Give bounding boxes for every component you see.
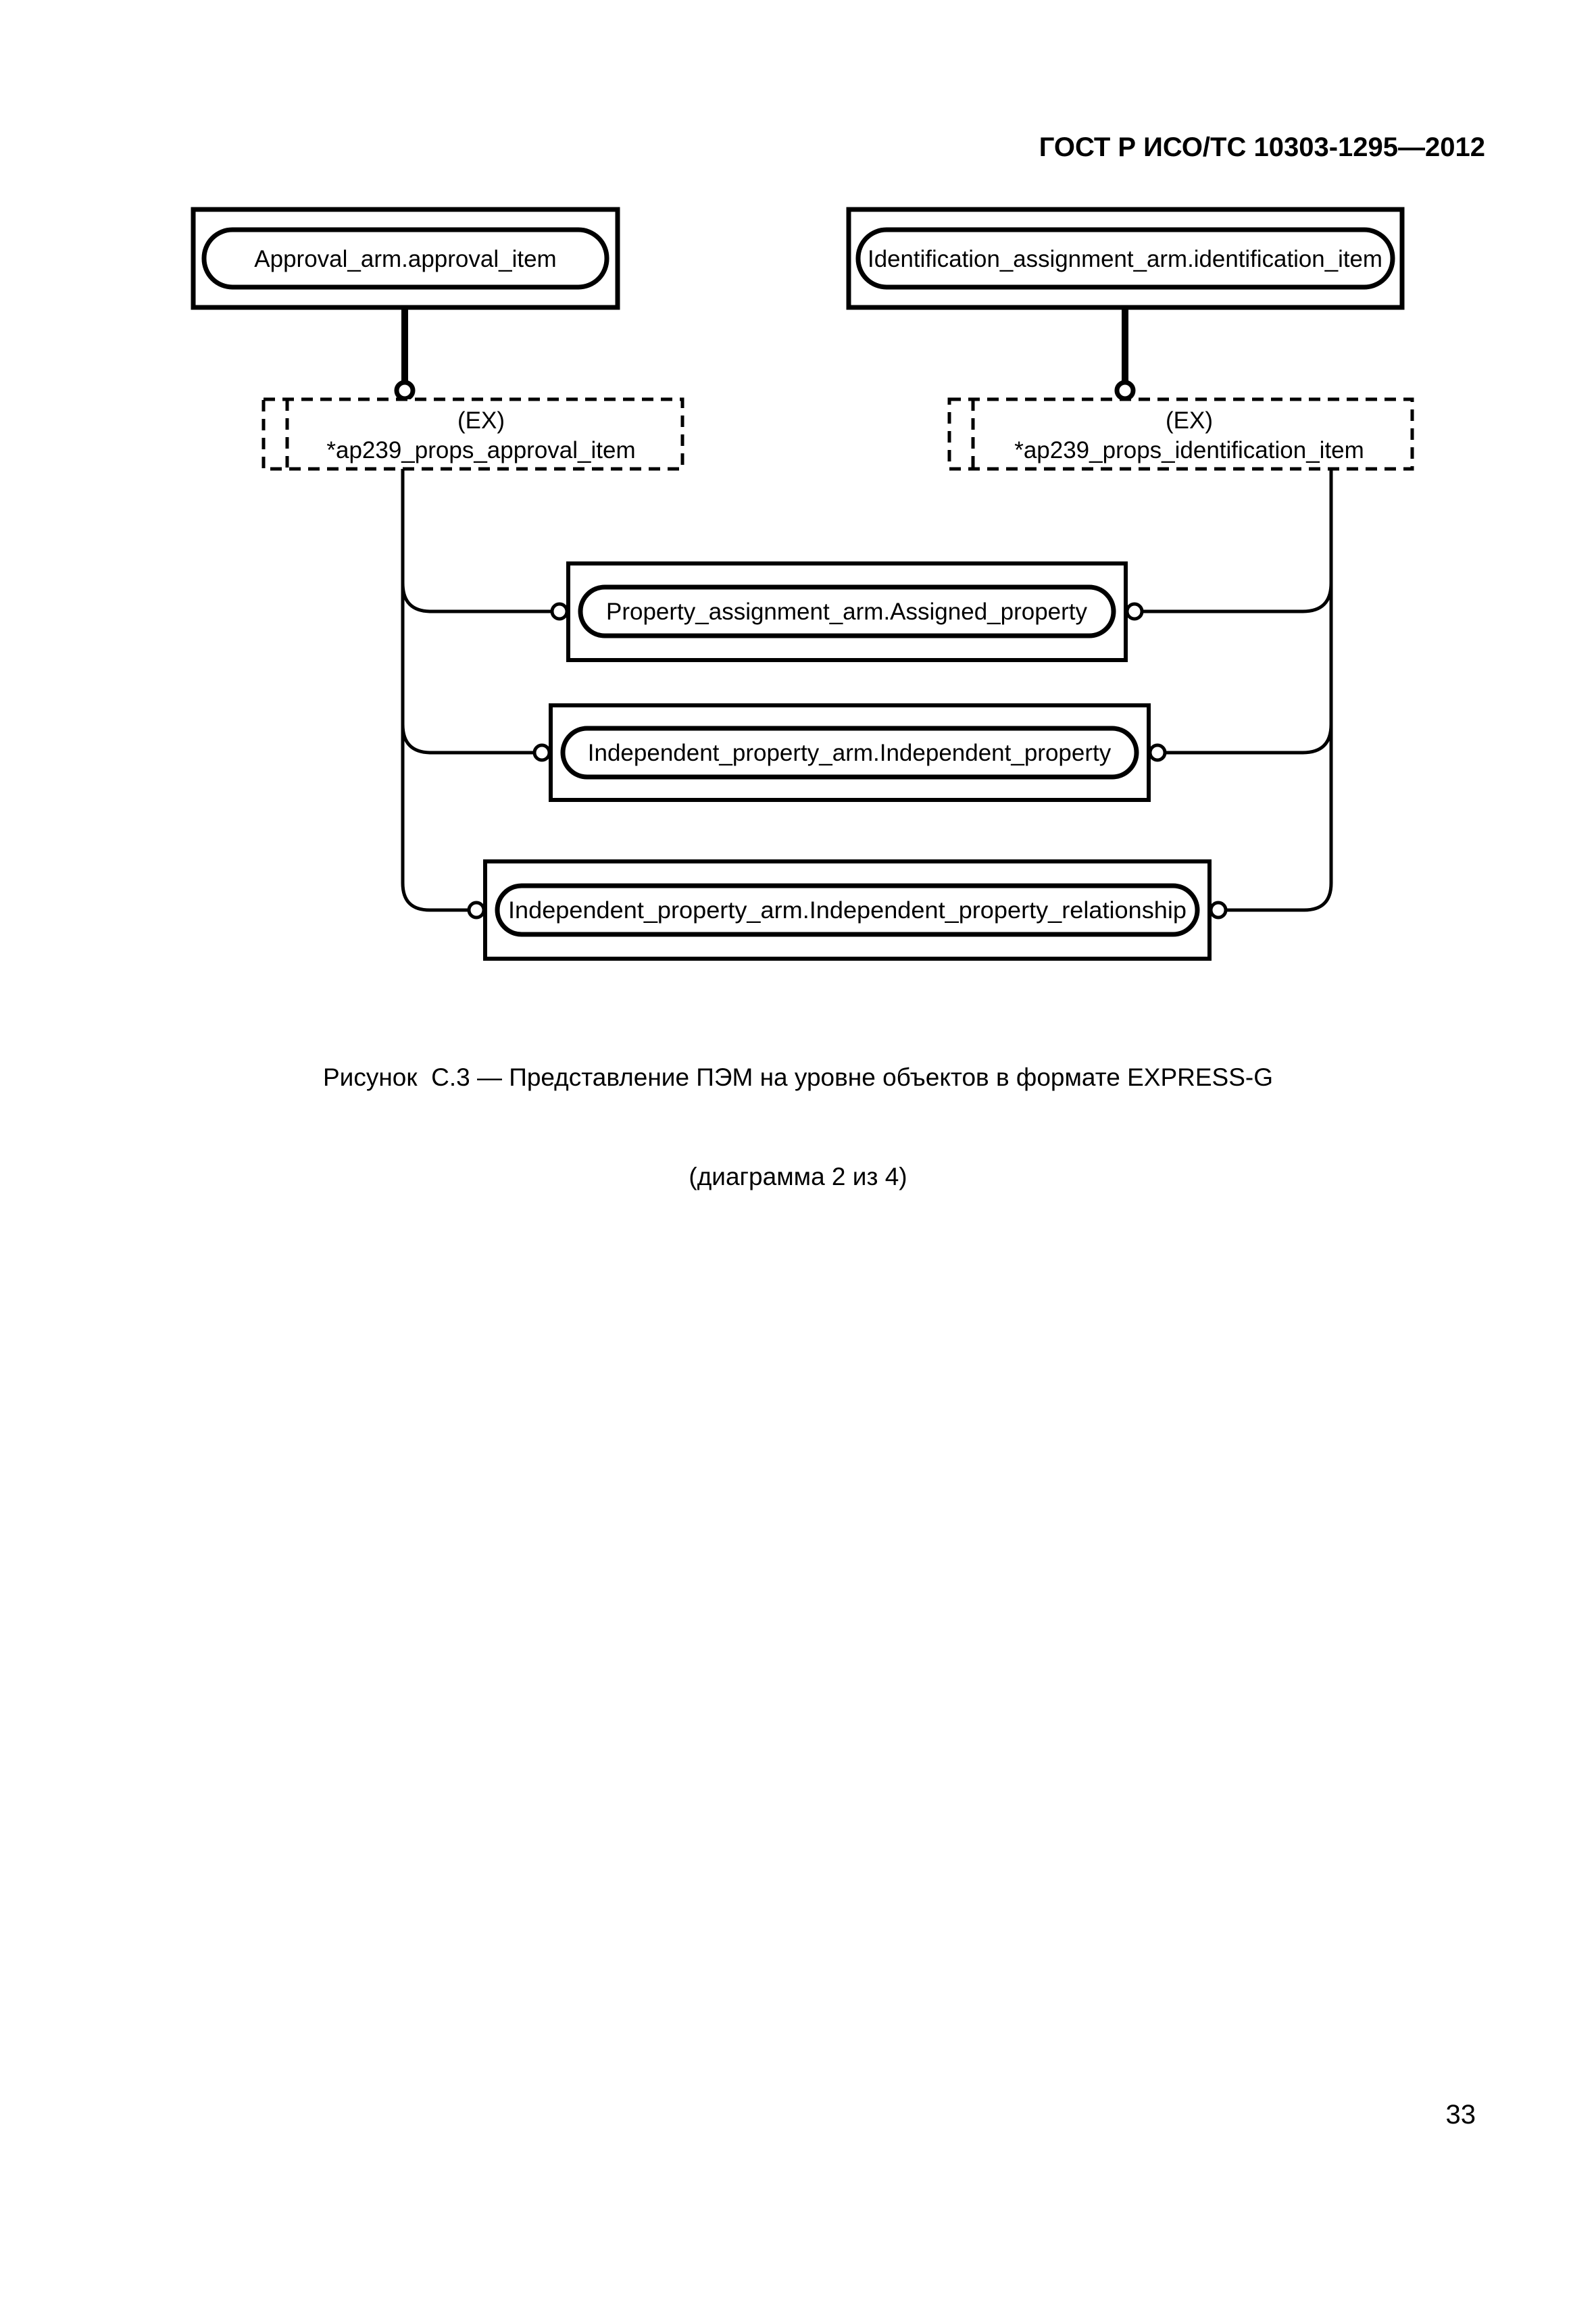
entity-stadium [855,227,1395,290]
schema-ref-identification: (EX) *ap239_props_identification_item [947,397,1414,471]
entity-stadium [495,883,1200,937]
entity-identification-item: Identification_assignment_arm.identifica… [846,207,1405,310]
entity-stadium [201,227,609,290]
schema-ref-tag: (EX) [1166,407,1213,434]
entity-label: Identification_assignment_arm.identifica… [868,246,1382,272]
left-branch-line-1 [401,582,555,613]
relationship-lines [401,469,1333,912]
entity-label: Property_assignment_arm.Assigned_propert… [606,599,1088,625]
page-number: 33 [1445,2100,1476,2130]
schema-ref-name: *ap239_props_approval_item [326,437,635,463]
entity-label: Approval_arm.approval_item [254,246,556,272]
open-circle-right-independent-property [1148,743,1167,762]
schema-ref-approval: (EX) *ap239_props_approval_item [261,397,684,471]
open-circle-left-assigned-property [550,602,569,621]
left-rail-line [401,469,473,912]
figure-caption-line2: (диаграмма 2 из 4) [689,1163,907,1190]
open-circle-right-independent-property-relationship [1209,901,1228,920]
schema-ref-dashed-rect [261,397,684,471]
left-open-circle-terminator [394,380,416,401]
right-branch-line-1 [1139,582,1333,613]
right-open-circle-terminator [1114,380,1136,401]
thick-connector-lines [401,307,1128,381]
open-circle-right-assigned-property [1125,602,1144,621]
entity-label: Independent_property_arm.Independent_pro… [588,740,1112,766]
entity-approval-item: Approval_arm.approval_item [191,207,620,310]
schema-ref-name: *ap239_props_identification_item [1014,437,1364,463]
page-header-standard-number: ГОСТ Р ИСО/ТС 10303-1295—2012 [1039,132,1485,162]
entity-independent-property: Independent_property_arm.Independent_pro… [549,703,1151,802]
open-circle-left-independent-property [532,743,551,762]
entity-label: Independent_property_arm.Independent_pro… [508,897,1187,924]
schema-ref-dashed-rect [947,397,1414,471]
right-branch-line-2 [1162,724,1333,755]
right-rail-line [1222,469,1333,912]
left-branch-line-2 [401,724,538,755]
figure-caption: Рисунок С.3 — Представление ПЭМ на уровн… [0,995,1596,1259]
entity-stadium [560,726,1139,780]
schema-ref-tag: (EX) [457,407,505,434]
figure-caption-line1: Рисунок С.3 — Представление ПЭМ на уровн… [323,1063,1273,1091]
entity-independent-property-relationship: Independent_property_arm.Independent_pro… [483,859,1212,961]
entity-stadium [578,584,1116,638]
entity-assigned-property: Property_assignment_arm.Assigned_propert… [566,561,1128,662]
open-circle-left-independent-property-relationship [467,901,486,920]
express-g-diagram: Approval_arm.approval_item Identificatio… [191,207,1414,961]
